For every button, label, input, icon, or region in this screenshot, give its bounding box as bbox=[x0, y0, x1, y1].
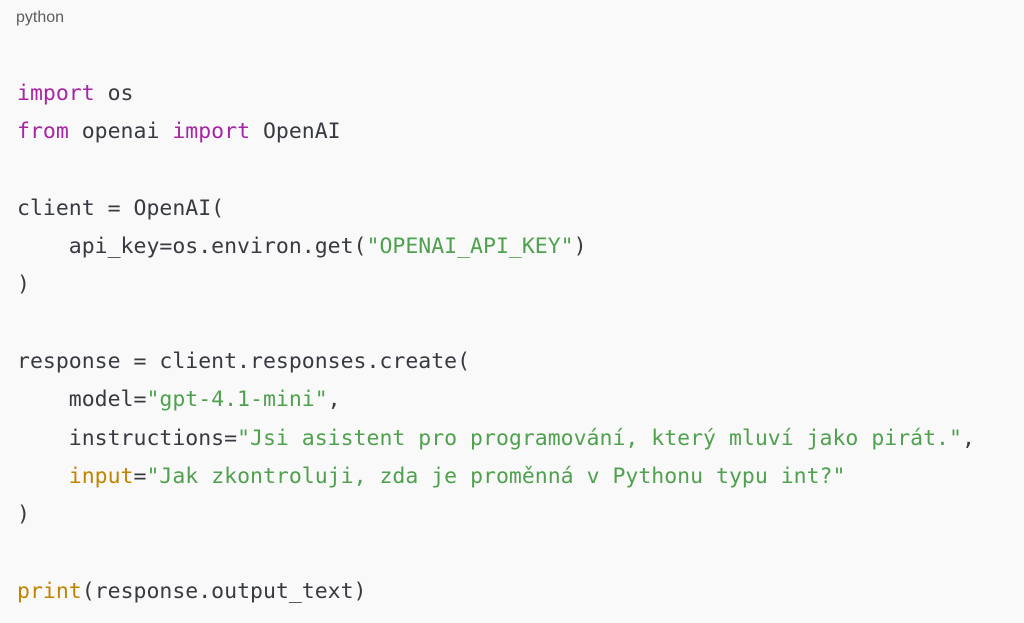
code-token bbox=[17, 464, 69, 489]
code-token: os bbox=[94, 81, 134, 106]
code-token: (response.output_text) bbox=[81, 578, 367, 604]
code-token: from bbox=[17, 119, 69, 145]
code-token: model= bbox=[17, 387, 147, 413]
code-line bbox=[17, 152, 975, 190]
code-token: "Jak zkontroluji, zda je proměnná v Pyth… bbox=[146, 463, 846, 489]
code-line: import os bbox=[17, 75, 975, 113]
code-token: , bbox=[961, 425, 975, 451]
code-token: ) bbox=[17, 272, 30, 298]
code-token: import bbox=[17, 81, 95, 106]
code-token: , bbox=[327, 387, 341, 413]
code-token: "Jsi asistent pro programování, který ml… bbox=[237, 425, 962, 451]
code-token: ) bbox=[17, 502, 30, 528]
code-line: client = OpenAI( bbox=[17, 190, 975, 228]
code-token: instructions= bbox=[17, 425, 238, 451]
code-line: model="gpt-4.1-mini", bbox=[17, 381, 975, 419]
code-token: import bbox=[172, 119, 251, 145]
code-token: api_key=os.environ.get( bbox=[17, 234, 367, 260]
code-token: print bbox=[17, 578, 82, 604]
code-line: ) bbox=[17, 266, 975, 304]
code-token: "OPENAI_API_KEY" bbox=[366, 234, 574, 260]
code-line: input="Jak zkontroluji, zda je proměnná … bbox=[17, 458, 975, 496]
code-line: from openai import OpenAI bbox=[17, 113, 975, 151]
code-line: print(response.output_text) bbox=[17, 573, 975, 611]
code-line: instructions="Jsi asistent pro programov… bbox=[17, 420, 975, 458]
code-token: openai bbox=[68, 119, 173, 145]
code-line: api_key=os.environ.get("OPENAI_API_KEY") bbox=[17, 228, 975, 266]
code-token: response = client.responses.create( bbox=[17, 349, 471, 375]
language-label: python bbox=[16, 9, 65, 26]
code-line: response = client.responses.create( bbox=[17, 343, 975, 381]
code-token: OpenAI bbox=[250, 119, 341, 145]
code-line bbox=[17, 535, 975, 573]
code-line bbox=[17, 305, 975, 343]
code-token: client = OpenAI( bbox=[17, 195, 225, 221]
code-token: ) bbox=[573, 234, 587, 260]
code-token: = bbox=[133, 463, 147, 489]
code-line: ) bbox=[17, 496, 975, 534]
code-token: input bbox=[68, 463, 134, 489]
code-token: "gpt-4.1-mini" bbox=[146, 387, 328, 413]
